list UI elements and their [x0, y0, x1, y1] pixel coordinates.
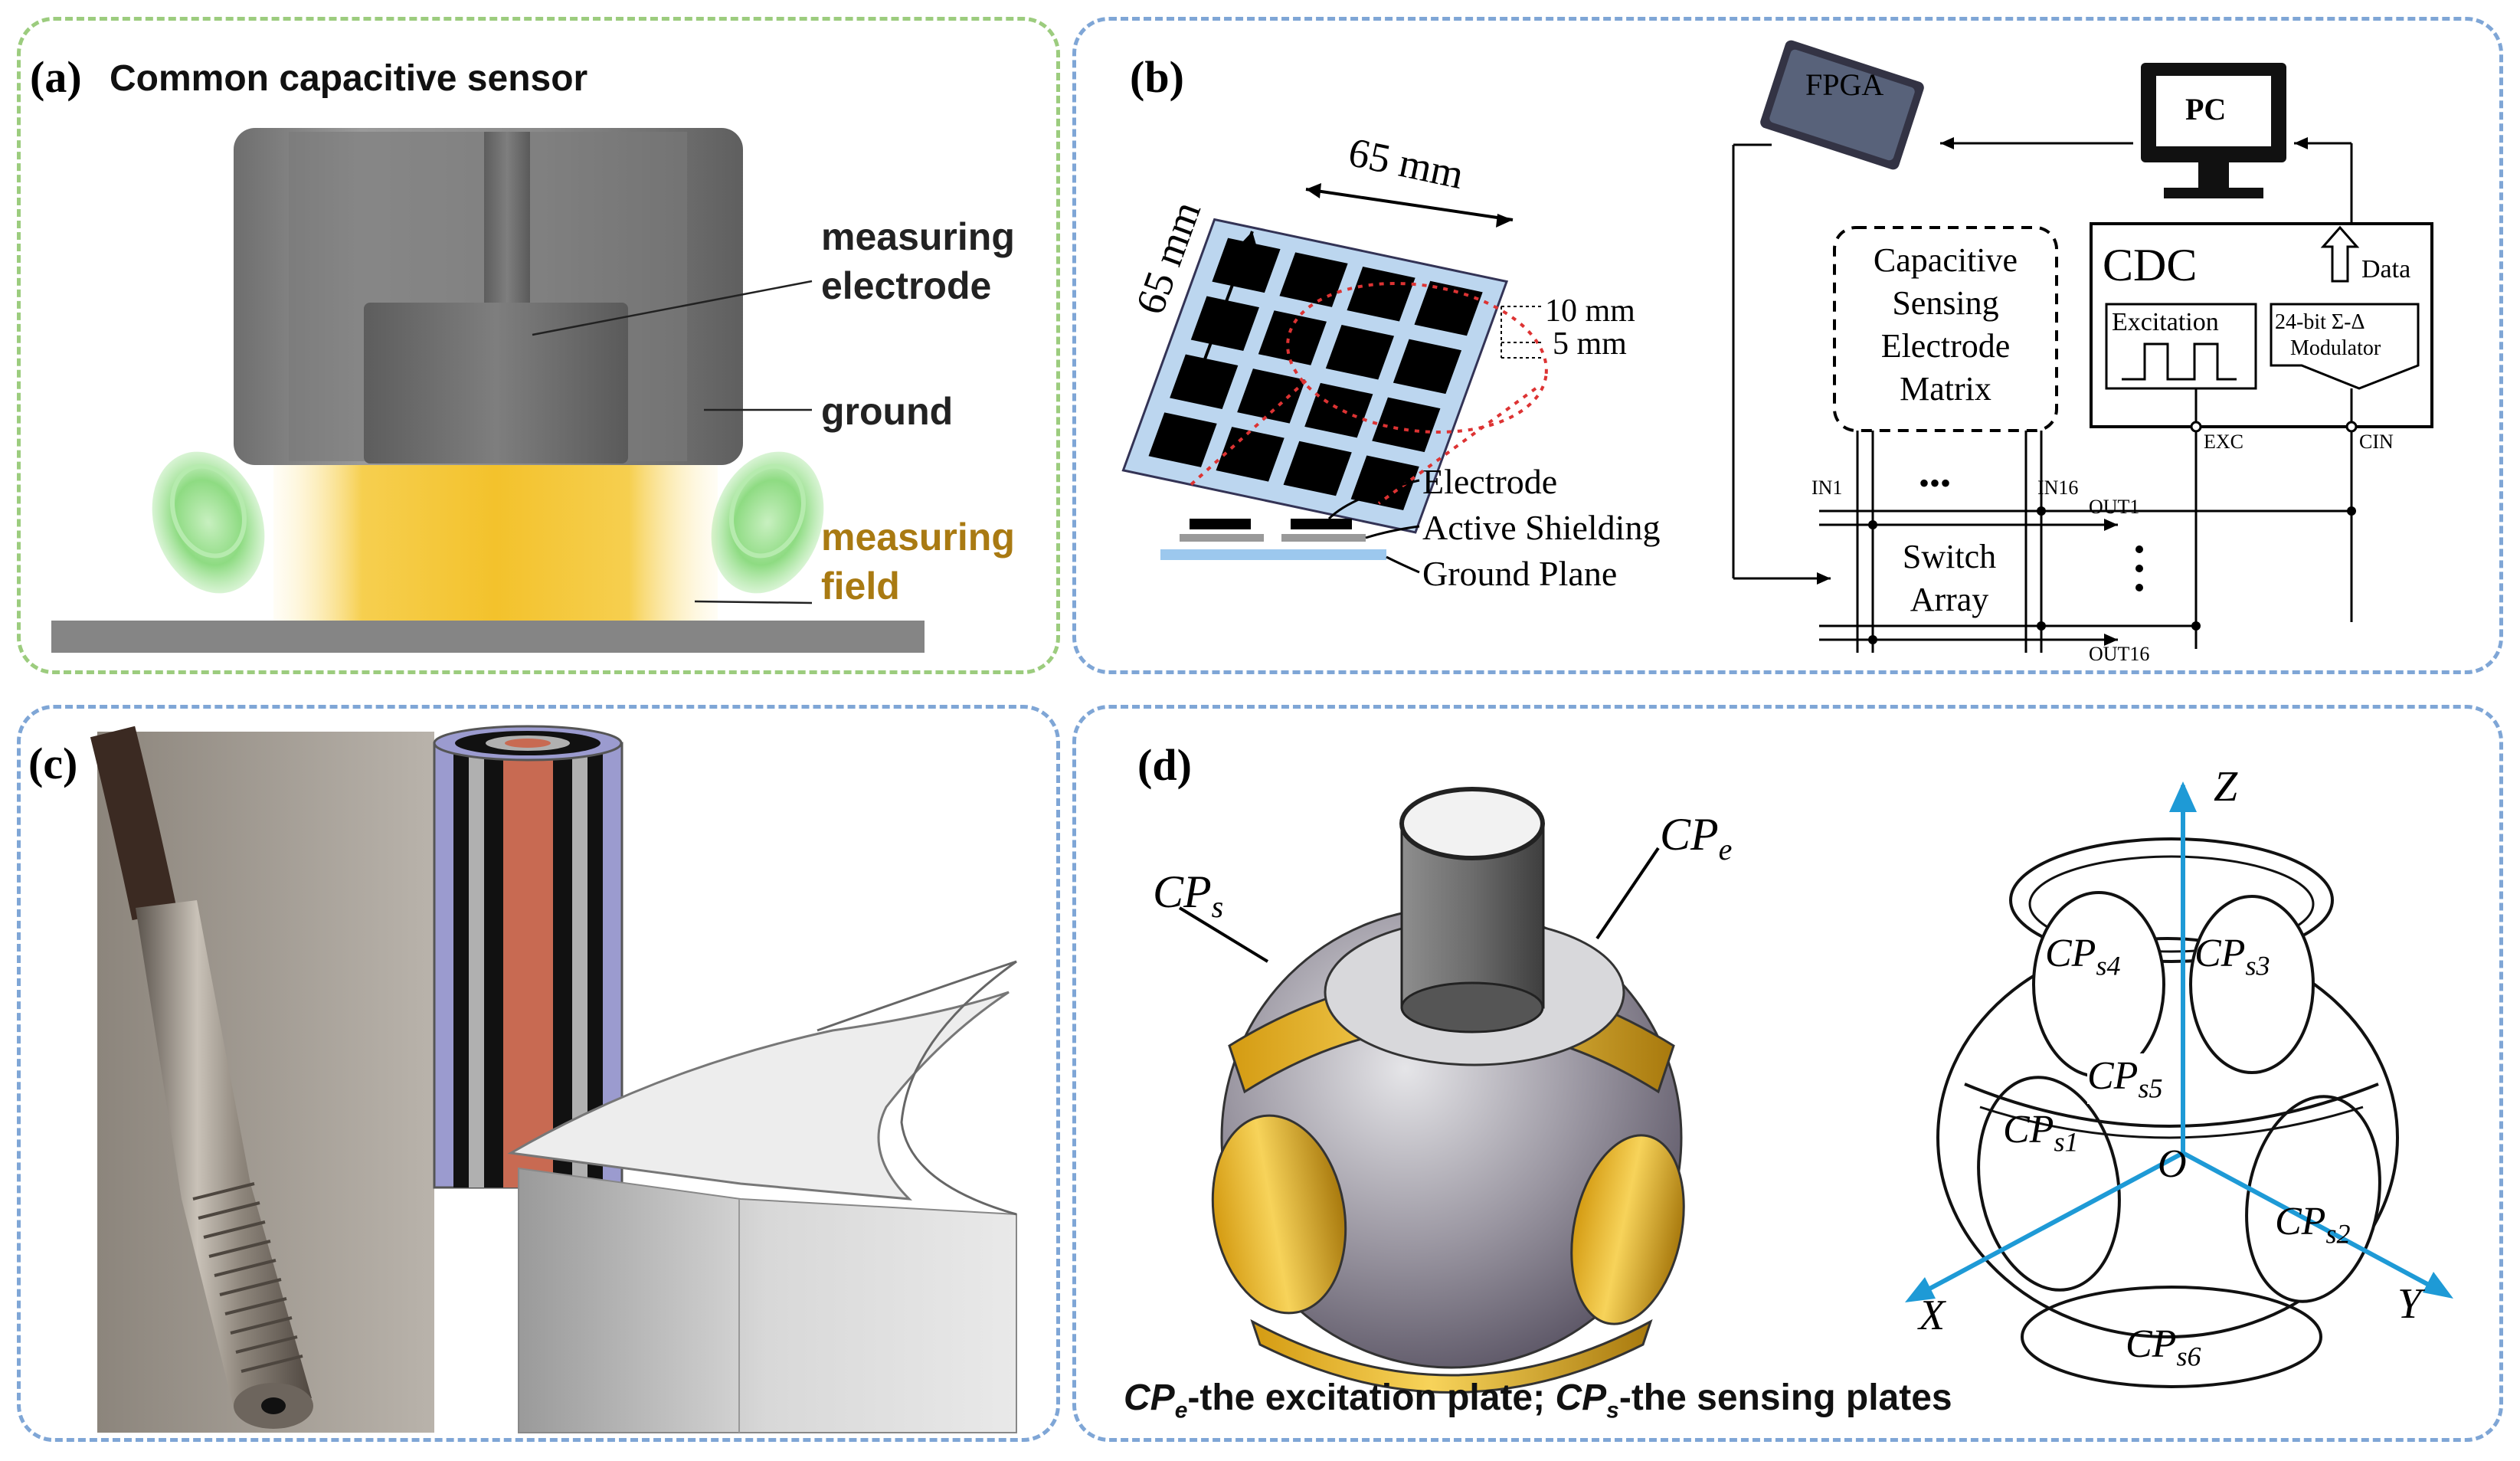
panel-c-label: (c) — [28, 739, 78, 788]
panel-b-diagram — [1121, 40, 2433, 653]
dim-5-label: 5 mm — [1553, 326, 1627, 362]
measuring-electrode — [364, 303, 628, 464]
dim-10-label: 10 mm — [1545, 293, 1635, 329]
turbine-blade — [507, 960, 1017, 1433]
panel-c: (c) — [17, 705, 1060, 1442]
panel-b: (b) 65 mm 65 mm 10 mm 5 mm Electrode Act… — [1072, 17, 2503, 674]
probe-body — [136, 900, 312, 1414]
panel-b-label: (b) — [1130, 52, 1184, 102]
pc-label: PC — [2185, 92, 2227, 126]
panel-a-label: (a) — [30, 52, 82, 102]
panel-d: (d) CPe CPs CPs4 CPs3 CPs5 CPs1 CPs2 CPs… — [1072, 705, 2503, 1442]
panel-c-illustration — [90, 725, 1017, 1433]
cp-s3-label: CPs3 — [2194, 932, 2270, 981]
panel-a-title: Common capacitive sensor — [110, 58, 588, 99]
exc-label: EXC — [2204, 431, 2243, 453]
cp-s-label: CPs — [1153, 866, 1224, 924]
measuring-field-glow — [273, 457, 718, 634]
z-axis-label: Z — [2214, 763, 2238, 811]
cdc-box — [2090, 222, 2433, 428]
ground-plane-label: Ground Plane — [1422, 554, 1618, 593]
x-axis-label: X — [1919, 1292, 1946, 1339]
electrode-label: Electrode — [1422, 462, 1558, 501]
in1-label: IN1 — [1811, 477, 1843, 499]
panel-d-label: (d) — [1137, 740, 1192, 790]
modulator-label-1: 24-bit Σ-Δ — [2275, 310, 2365, 334]
out1-label: OUT1 — [2089, 496, 2140, 518]
cp-e-label: CPe — [1660, 809, 1733, 866]
probe-cross-section — [433, 725, 623, 1189]
panel-d-illustration — [1178, 781, 2453, 1394]
active-shielding-label: Active Shielding — [1422, 508, 1661, 547]
origin-label: O — [2158, 1142, 2187, 1186]
electrode-matrix-box — [1833, 226, 2058, 432]
sensor-wireframe — [1936, 837, 2399, 1388]
in16-label: IN16 — [2037, 477, 2079, 499]
target-surface — [51, 621, 925, 653]
cdc-label: CDC — [2103, 240, 2198, 290]
modulator-label-2: Modulator — [2290, 336, 2381, 360]
y-axis-label: Y — [2397, 1280, 2422, 1328]
cp-s1-label: CPs1 — [2003, 1108, 2079, 1158]
ground-label: ground — [821, 390, 954, 433]
panel-a-illustration — [51, 128, 925, 653]
measuring-field-label: measuring field — [821, 516, 1015, 608]
excitation-label: Excitation — [2112, 308, 2219, 336]
data-label: Data — [2361, 255, 2411, 283]
dots-label: ••• — [1919, 466, 1952, 500]
electrode-matrix — [1121, 218, 1509, 534]
panel-a: (a) Common capacitive sensor measuring e… — [17, 17, 1060, 674]
sensor-sphere — [1211, 787, 1685, 1394]
cp-s5-label: CPs5 — [2087, 1053, 2163, 1105]
cp-s6-label: CPs6 — [2126, 1322, 2201, 1372]
cp-s4-label: CPs4 — [2045, 932, 2121, 981]
out16-label: OUT16 — [2089, 643, 2150, 665]
fpga-label: FPGA — [1805, 67, 1884, 102]
fpga-chip — [1760, 40, 1924, 170]
coordinate-axes — [1905, 781, 2453, 1302]
measuring-electrode-label: measuring electrode — [821, 215, 1015, 307]
cp-s2-label: CPs2 — [2275, 1200, 2351, 1250]
cin-label: CIN — [2359, 431, 2394, 453]
panel-d-caption: CPe-the excitation plate; CPs-the sensin… — [1124, 1377, 1952, 1423]
